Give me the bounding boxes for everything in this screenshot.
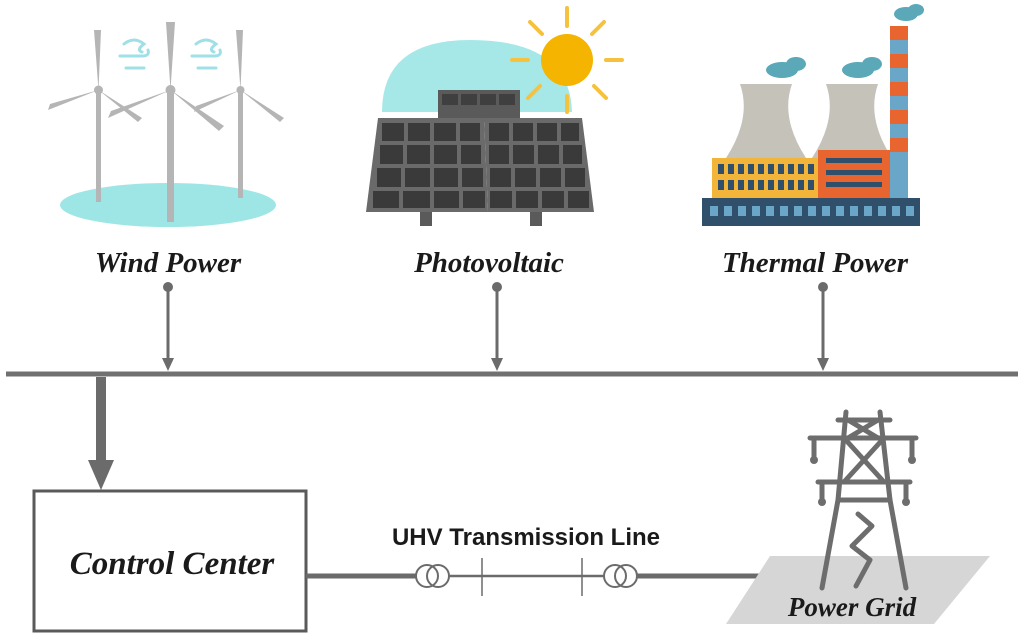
transformer-left-icon — [415, 564, 450, 588]
thermal-plant-icon — [702, 4, 924, 226]
control-center-box: Control Center — [32, 489, 308, 633]
photovoltaic-label: Photovoltaic — [413, 247, 564, 279]
transmission-tower-icon — [807, 409, 919, 591]
wind-swirl-icon — [118, 38, 222, 70]
uhv-transmission-line: UHV Transmission Line — [306, 524, 768, 596]
transformer-right-icon — [603, 564, 638, 588]
pv-feeder-arrow — [491, 282, 503, 371]
wind-turbine-icon — [48, 22, 284, 227]
wind-feeder-arrow — [162, 282, 174, 371]
wind-power-label: Wind Power — [95, 247, 242, 279]
power-grid: Power Grid — [726, 409, 990, 624]
grid-ground-plate — [726, 556, 990, 624]
control-feed-arrow — [88, 377, 114, 490]
thermal-power-label: Thermal Power — [722, 247, 909, 279]
smoke-icon — [766, 4, 924, 78]
power-grid-label: Power Grid — [787, 592, 917, 622]
uhv-transmission-label: UHV Transmission Line — [392, 524, 660, 551]
solar-panel-icon — [366, 6, 624, 226]
thermal-feeder-arrow — [817, 282, 829, 371]
sun-icon — [510, 6, 624, 114]
control-center-label: Control Center — [70, 546, 276, 582]
